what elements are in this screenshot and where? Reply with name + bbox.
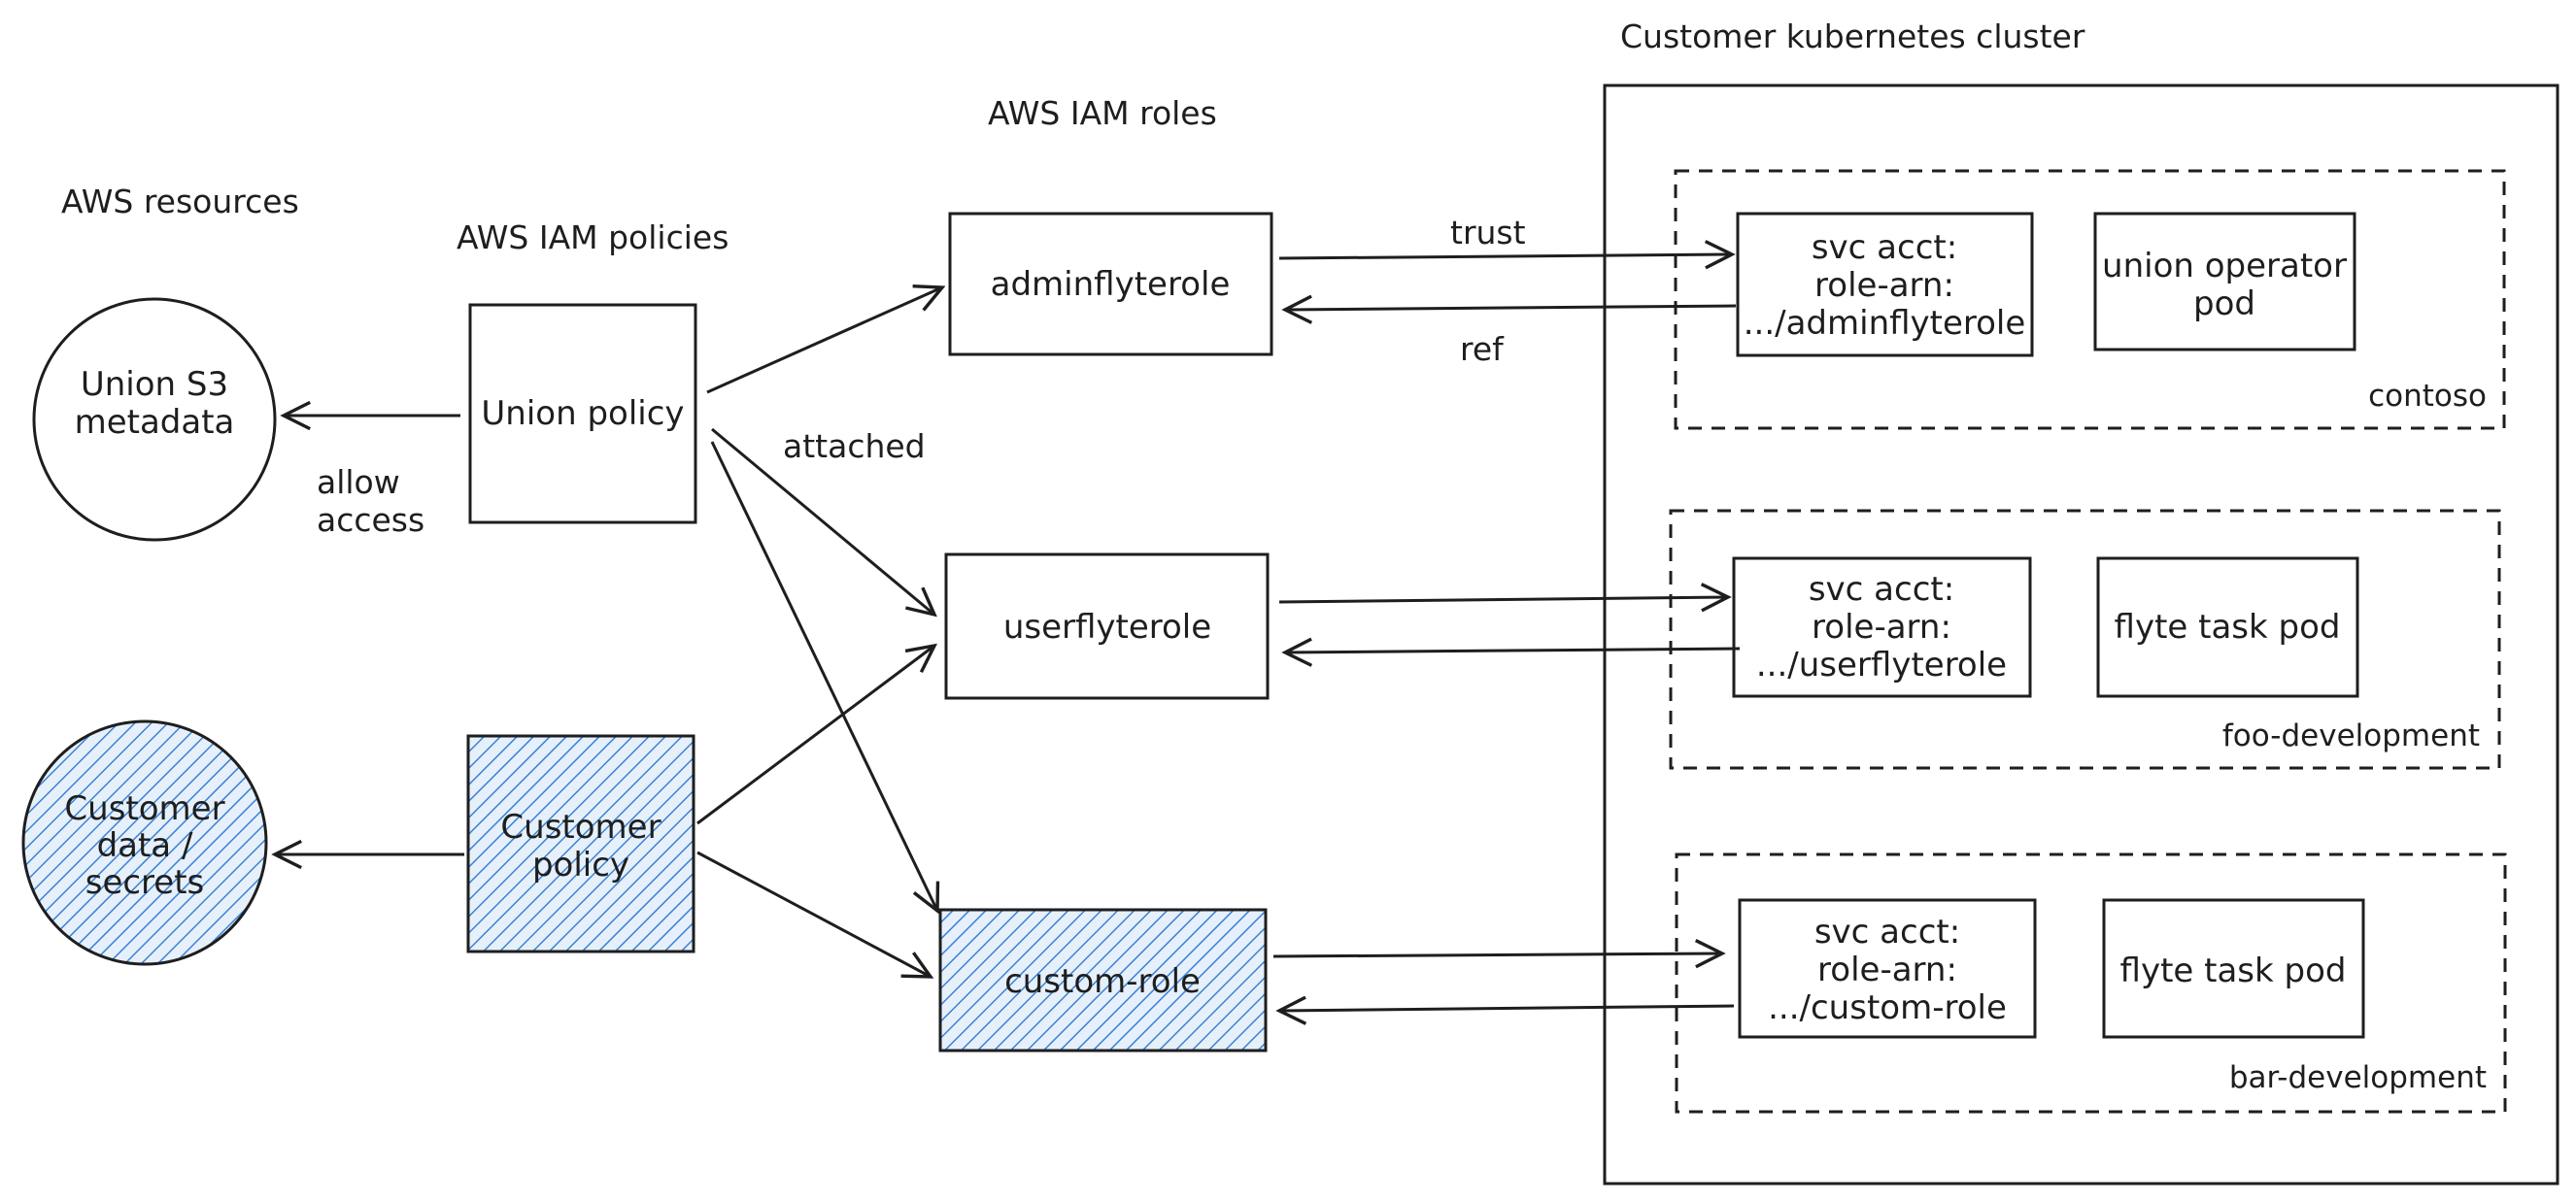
svc-acct-custom-box [1738, 898, 2037, 1039]
customer-policy-box [466, 734, 695, 953]
svc-acct-custom-line-2: role-arn: [1817, 951, 1957, 989]
svc-acct-custom-line-1: svc acct: [1814, 913, 1960, 952]
edge-label-ref: ref [1460, 330, 1505, 368]
role-custom-label: custom-role [1004, 962, 1201, 1001]
svc-acct-admin-line-3: .../adminflyterole [1744, 304, 2026, 343]
pod-union-operator-line-2: pod [2193, 284, 2255, 323]
arrow-user-role-to-svc-acct [1278, 597, 1728, 602]
union-s3-node [32, 297, 277, 542]
arrow-admin-role-to-svc-acct [1278, 254, 1732, 258]
arrow-customer-policy-to-user-role [696, 646, 934, 825]
role-admin-label: adminflyterole [991, 265, 1231, 304]
customer-data-label-line-2: data / [97, 826, 193, 865]
namespace-label-foo-development: foo-development [2222, 718, 2480, 753]
svc-acct-user-line-3: .../userflyterole [1756, 646, 2007, 685]
pod-flyte-task-foo-label: flyte task pod [2115, 608, 2341, 647]
edge-label-access: access [317, 501, 424, 539]
role-user-box [944, 552, 1270, 700]
union-policy-label: Union policy [481, 394, 684, 433]
svc-acct-user-box [1732, 556, 2032, 698]
pod-union-operator-box [2093, 212, 2356, 351]
pod-flyte-task-foo-box [2096, 556, 2359, 698]
role-user-label: userflyterole [1003, 608, 1211, 647]
pod-flyte-task-bar-box [2102, 898, 2365, 1039]
namespace-bar-development-box [1675, 852, 2507, 1114]
arrow-svc-acct-to-user-role [1285, 649, 1741, 652]
section-title-aws-resources: AWS resources [61, 183, 299, 220]
role-admin-box [948, 212, 1273, 356]
section-title-iam-roles: AWS IAM roles [988, 94, 1217, 132]
pod-flyte-task-bar-label: flyte task pod [2120, 952, 2347, 990]
union-s3-label-line-1: Union S3 [81, 365, 228, 404]
arrow-union-policy-to-user-role [711, 427, 934, 615]
union-s3-label-line-2: metadata [75, 403, 235, 442]
namespace-label-contoso: contoso [2368, 379, 2487, 414]
section-title-iam-policies: AWS IAM policies [457, 218, 729, 256]
edge-label-allow: allow [317, 463, 400, 501]
arrow-union-policy-to-custom-role [710, 441, 937, 911]
arrow-custom-role-to-svc-acct [1272, 953, 1722, 956]
edge-label-attached: attached [783, 427, 926, 465]
svc-acct-custom-line-3: .../custom-role [1768, 988, 2007, 1027]
section-title-k8s-cluster: Customer kubernetes cluster [1620, 17, 2085, 55]
edge-label-trust: trust [1450, 214, 1526, 251]
svc-acct-admin-line-1: svc acct: [1812, 228, 1957, 267]
arrow-customer-policy-to-custom-role [696, 851, 931, 977]
namespace-contoso-box [1674, 169, 2506, 430]
customer-policy-label-line-2: policy [532, 846, 629, 885]
k8s-cluster-boundary [1603, 84, 2559, 1186]
customer-data-label-line-3: secrets [85, 863, 205, 902]
arrow-svc-acct-to-admin-role [1285, 306, 1737, 310]
namespace-label-bar-development: bar-development [2229, 1060, 2487, 1095]
customer-policy-label-line-1: Customer [500, 808, 661, 847]
svc-acct-admin-line-2: role-arn: [1814, 266, 1954, 305]
svc-acct-admin-box [1736, 212, 2034, 357]
arrow-union-policy-to-admin-role [706, 287, 942, 394]
union-policy-box [468, 303, 697, 524]
role-custom-box [938, 908, 1268, 1053]
customer-data-node [21, 719, 268, 966]
svc-acct-user-line-1: svc acct: [1809, 570, 1954, 609]
svc-acct-user-line-2: role-arn: [1812, 608, 1951, 647]
namespace-foo-development-box [1669, 509, 2501, 770]
pod-union-operator-line-1: union operator [2102, 247, 2347, 285]
arrow-svc-acct-to-custom-role [1279, 1006, 1735, 1011]
customer-data-label-line-1: Customer [64, 789, 224, 828]
